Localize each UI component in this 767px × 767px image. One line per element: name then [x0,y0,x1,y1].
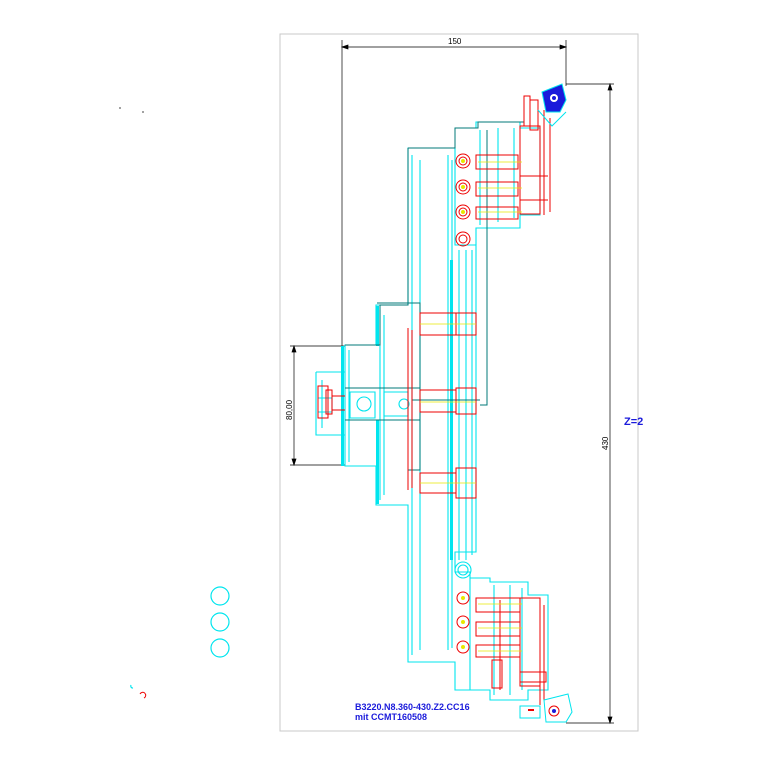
tool-body [315,121,549,701]
body-thick-strips [341,260,453,560]
insert-top [537,83,567,127]
teeth-count-label: Z=2 [624,416,643,428]
title-line-1: B3220.N8.360-430.Z2.CC16 [355,702,470,712]
yellow-lines [420,159,522,652]
loose-circles [130,586,230,689]
dimension-bore [290,344,345,467]
dimension-width [340,40,568,350]
dimension-bore-label: 80,00 [285,399,294,420]
insert-bottom [519,693,573,723]
dimension-height [566,82,614,725]
drawing-frame [279,33,639,732]
teal-outlines [345,121,524,471]
dimension-height-label: 430 [601,436,610,450]
title-line-2: mit CCMT160508 [355,712,427,722]
dimension-width-label: 150 [448,37,462,46]
stray-marks [119,107,144,113]
